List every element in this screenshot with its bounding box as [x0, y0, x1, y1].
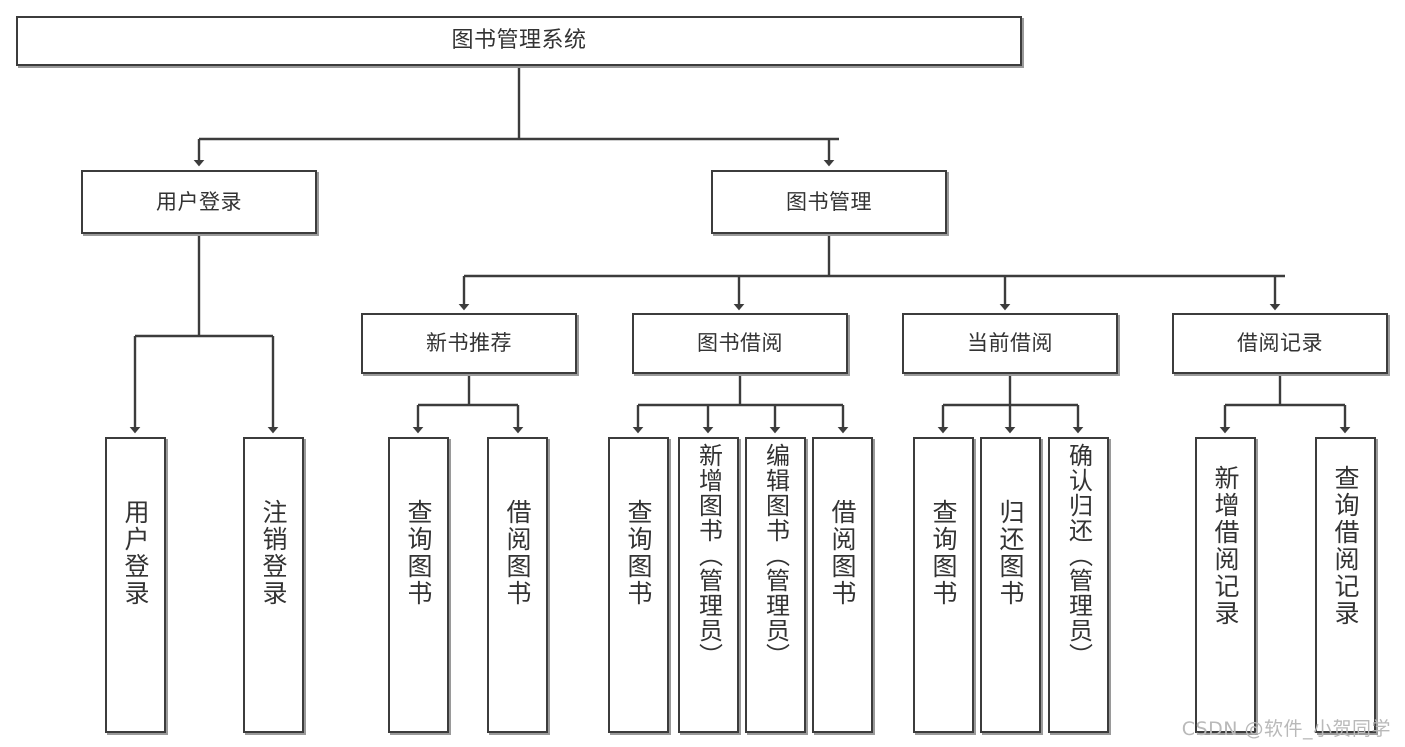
node-current-borrow[interactable]: 当前借阅	[902, 313, 1118, 374]
node-label: 借阅记录	[1237, 331, 1323, 356]
node-label: 图书管理	[786, 189, 872, 214]
leaf-user-login[interactable]: 用户登录	[105, 437, 166, 733]
node-label: 图书借阅	[697, 331, 783, 356]
leaf-add-book-admin[interactable]: 新增图书（管理员）	[678, 437, 739, 733]
edge-group-new-book-recommend	[412, 374, 524, 434]
node-label: 用户登录	[156, 189, 242, 214]
node-label: 查询借阅记录	[1331, 465, 1360, 627]
leaf-edit-book-admin[interactable]: 编辑图书（管理员）	[745, 437, 806, 733]
leaf-confirm-return-admin[interactable]: 确认归还（管理员）	[1048, 437, 1109, 733]
node-label: 新增图书（管理员）	[694, 443, 723, 668]
edge-group-root	[193, 66, 839, 167]
node-borrow-records[interactable]: 借阅记录	[1172, 313, 1388, 374]
node-label: 借阅图书	[503, 499, 532, 607]
node-label: 查询图书	[929, 499, 958, 607]
node-label: 注销登录	[259, 499, 288, 607]
edge-group-borrow-records	[1219, 374, 1351, 434]
leaf-add-borrow-record[interactable]: 新增借阅记录	[1195, 437, 1256, 733]
node-label: 查询图书	[404, 499, 433, 607]
node-label: 用户登录	[121, 499, 150, 607]
node-label: 编辑图书（管理员）	[761, 443, 790, 668]
node-label: 当前借阅	[967, 331, 1053, 356]
node-book-borrow[interactable]: 图书借阅	[632, 313, 848, 374]
node-user-login[interactable]: 用户登录	[81, 170, 317, 234]
edge-group-book-borrow	[632, 374, 849, 434]
node-label: 图书管理系统	[451, 28, 587, 54]
node-label: 查询图书	[624, 499, 653, 607]
node-book-management[interactable]: 图书管理	[711, 170, 947, 234]
node-label: 确认归还（管理员）	[1064, 443, 1093, 668]
leaf-query-book-recommend[interactable]: 查询图书	[388, 437, 449, 733]
leaf-query-book-current[interactable]: 查询图书	[913, 437, 974, 733]
leaf-return-book[interactable]: 归还图书	[980, 437, 1041, 733]
edge-group-current-borrow	[937, 374, 1084, 434]
node-label: 新书推荐	[426, 331, 512, 356]
node-root-system[interactable]: 图书管理系统	[16, 16, 1022, 66]
leaf-logout[interactable]: 注销登录	[243, 437, 304, 733]
node-new-book-recommend[interactable]: 新书推荐	[361, 313, 577, 374]
leaf-borrow-book-recommend[interactable]: 借阅图书	[487, 437, 548, 733]
node-label: 借阅图书	[828, 499, 857, 607]
node-label: 归还图书	[996, 499, 1025, 607]
leaf-borrow-book[interactable]: 借阅图书	[812, 437, 873, 733]
edge-group-user-login	[129, 234, 279, 434]
node-label: 新增借阅记录	[1211, 465, 1240, 627]
leaf-query-borrow-record[interactable]: 查询借阅记录	[1315, 437, 1376, 733]
leaf-query-book-borrow[interactable]: 查询图书	[608, 437, 669, 733]
edge-group-book-management	[458, 234, 1285, 311]
csdn-watermark: CSDN @软件_小贺同学	[1181, 718, 1391, 740]
